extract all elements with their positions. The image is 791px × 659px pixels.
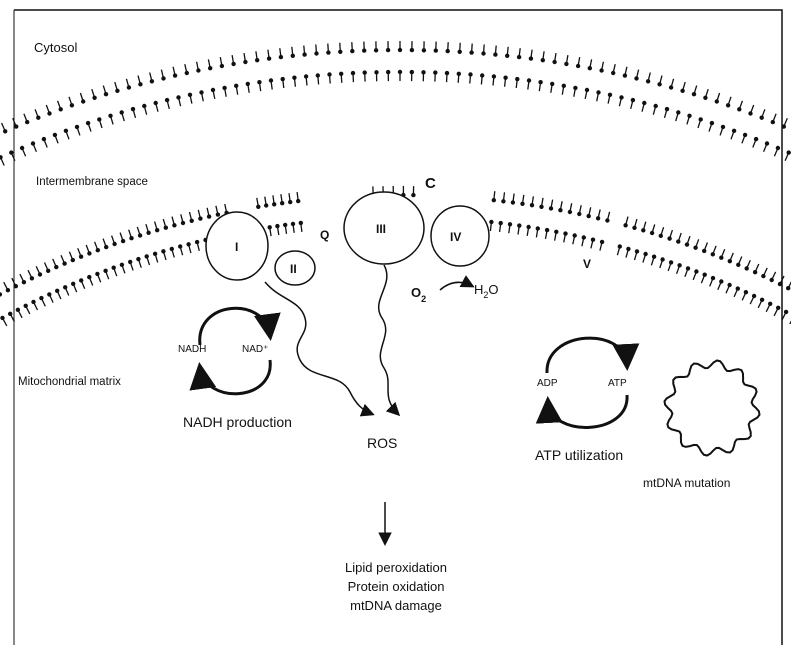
cytosol-label: Cytosol	[34, 40, 77, 55]
lipid-tail	[481, 76, 482, 85]
lipid-tail	[328, 44, 329, 53]
oxygen-to-water-arrow	[440, 282, 472, 290]
lipid-head	[31, 300, 35, 304]
lipid-head	[784, 310, 788, 314]
complex-ii-label: II	[290, 262, 297, 276]
lipid-tail	[318, 76, 319, 85]
lipid-tail	[755, 264, 759, 272]
lipid-tail	[20, 274, 24, 282]
lipid-tail	[330, 75, 331, 84]
complex-i-label: I	[235, 240, 238, 254]
lipid-tail	[460, 43, 461, 52]
lipid-tail	[750, 296, 754, 304]
lipid-tail	[458, 74, 459, 83]
lipid-tail	[341, 74, 342, 83]
nadh-cycle-top-arrow	[200, 308, 270, 345]
lipid-tail	[472, 44, 473, 53]
lipid-tail	[493, 77, 494, 86]
adp-label: ADP	[537, 378, 558, 389]
water-label: H2O	[474, 282, 499, 300]
lipid-head	[0, 292, 2, 296]
diagram-frame	[14, 10, 782, 645]
lipid-tail	[352, 42, 353, 51]
complex-iii-label: III	[376, 222, 386, 236]
lipid-tail	[34, 302, 38, 310]
lipid-tail	[470, 75, 471, 84]
lipid-tail	[45, 263, 49, 271]
nadh-label: NADH	[178, 344, 206, 355]
mtdna-mutation-label: mtDNA mutation	[643, 476, 730, 490]
cytochrome-c-label: C	[425, 175, 436, 192]
lipid-tail	[57, 291, 61, 299]
lipid-tail	[4, 282, 8, 290]
lipid-tail	[742, 292, 746, 300]
lipid-tail	[340, 43, 341, 52]
lipid-tail	[495, 46, 496, 55]
atp-cycle-bottom-arrow	[548, 395, 627, 427]
lipid-tail	[758, 300, 762, 308]
lipid-tail	[734, 289, 738, 297]
atp-cycle-top-arrow	[547, 338, 627, 373]
lipid-tail	[36, 266, 40, 274]
lipid-tail	[18, 310, 22, 318]
effect-protein-oxidation: Protein oxidation	[348, 579, 445, 594]
nadh-cycle-bottom-arrow	[200, 360, 270, 394]
lipid-tail	[41, 298, 45, 306]
lipid-tail	[772, 272, 776, 280]
oxygen-label: O2	[411, 285, 426, 304]
lipid-tail	[763, 268, 767, 276]
mtdna-circle	[665, 361, 760, 456]
ubiquinone-label: Q	[320, 228, 329, 242]
intermembrane-space-label: Intermembrane space	[36, 176, 148, 188]
lipid-tail	[484, 45, 485, 54]
ros-label: ROS	[367, 435, 397, 451]
ros-leak-arrow-complex-iii	[379, 265, 398, 414]
lipid-tail	[306, 77, 307, 86]
lipid-tail	[448, 42, 449, 51]
ros-leak-arrow-complex-i	[265, 282, 372, 414]
lipid-tail	[28, 270, 32, 278]
effect-mtdna-damage: mtDNA damage	[350, 598, 442, 613]
lipid-tail	[316, 45, 317, 54]
nad-label: NAD⁺	[242, 344, 268, 355]
mitochondrial-matrix-label: Mitochondrial matrix	[18, 376, 121, 388]
lipid-tail	[1, 157, 5, 165]
nadh-production-label: NADH production	[183, 414, 292, 430]
atp-utilization-label: ATP utilization	[535, 447, 623, 463]
effect-lipid-peroxidation: Lipid peroxidation	[345, 560, 447, 575]
lipid-tail	[49, 294, 53, 302]
atp-label: ATP	[608, 378, 627, 389]
lipid-head	[39, 296, 43, 300]
lipid-tail	[3, 318, 7, 326]
lipid-tail	[304, 46, 305, 55]
complex-v-label: V	[583, 257, 591, 271]
lipid-tail	[26, 306, 30, 314]
lipid-tail	[774, 308, 778, 316]
lipid-tail	[766, 304, 770, 312]
complex-iv-label: IV	[450, 230, 461, 244]
